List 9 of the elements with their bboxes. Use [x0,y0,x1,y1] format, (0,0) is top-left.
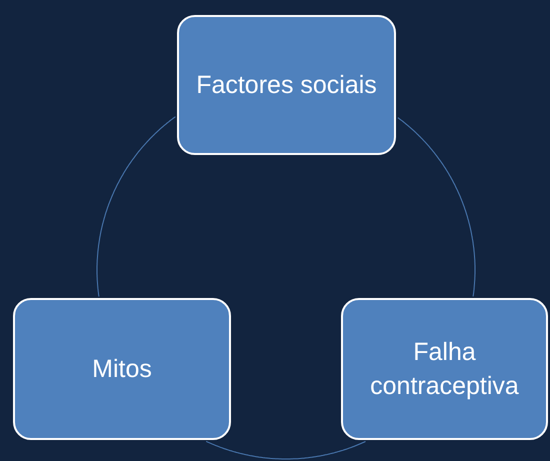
box-label: Falha contraceptiva [369,337,520,402]
connector-arc [96,116,176,298]
rounded-box [13,298,231,440]
rounded-box [177,15,396,155]
connector-arc [206,440,366,460]
connector-arc [397,117,476,297]
rounded-box [341,298,548,440]
box-label: Mitos [92,354,152,385]
box-label: Factores sociais [196,70,377,101]
